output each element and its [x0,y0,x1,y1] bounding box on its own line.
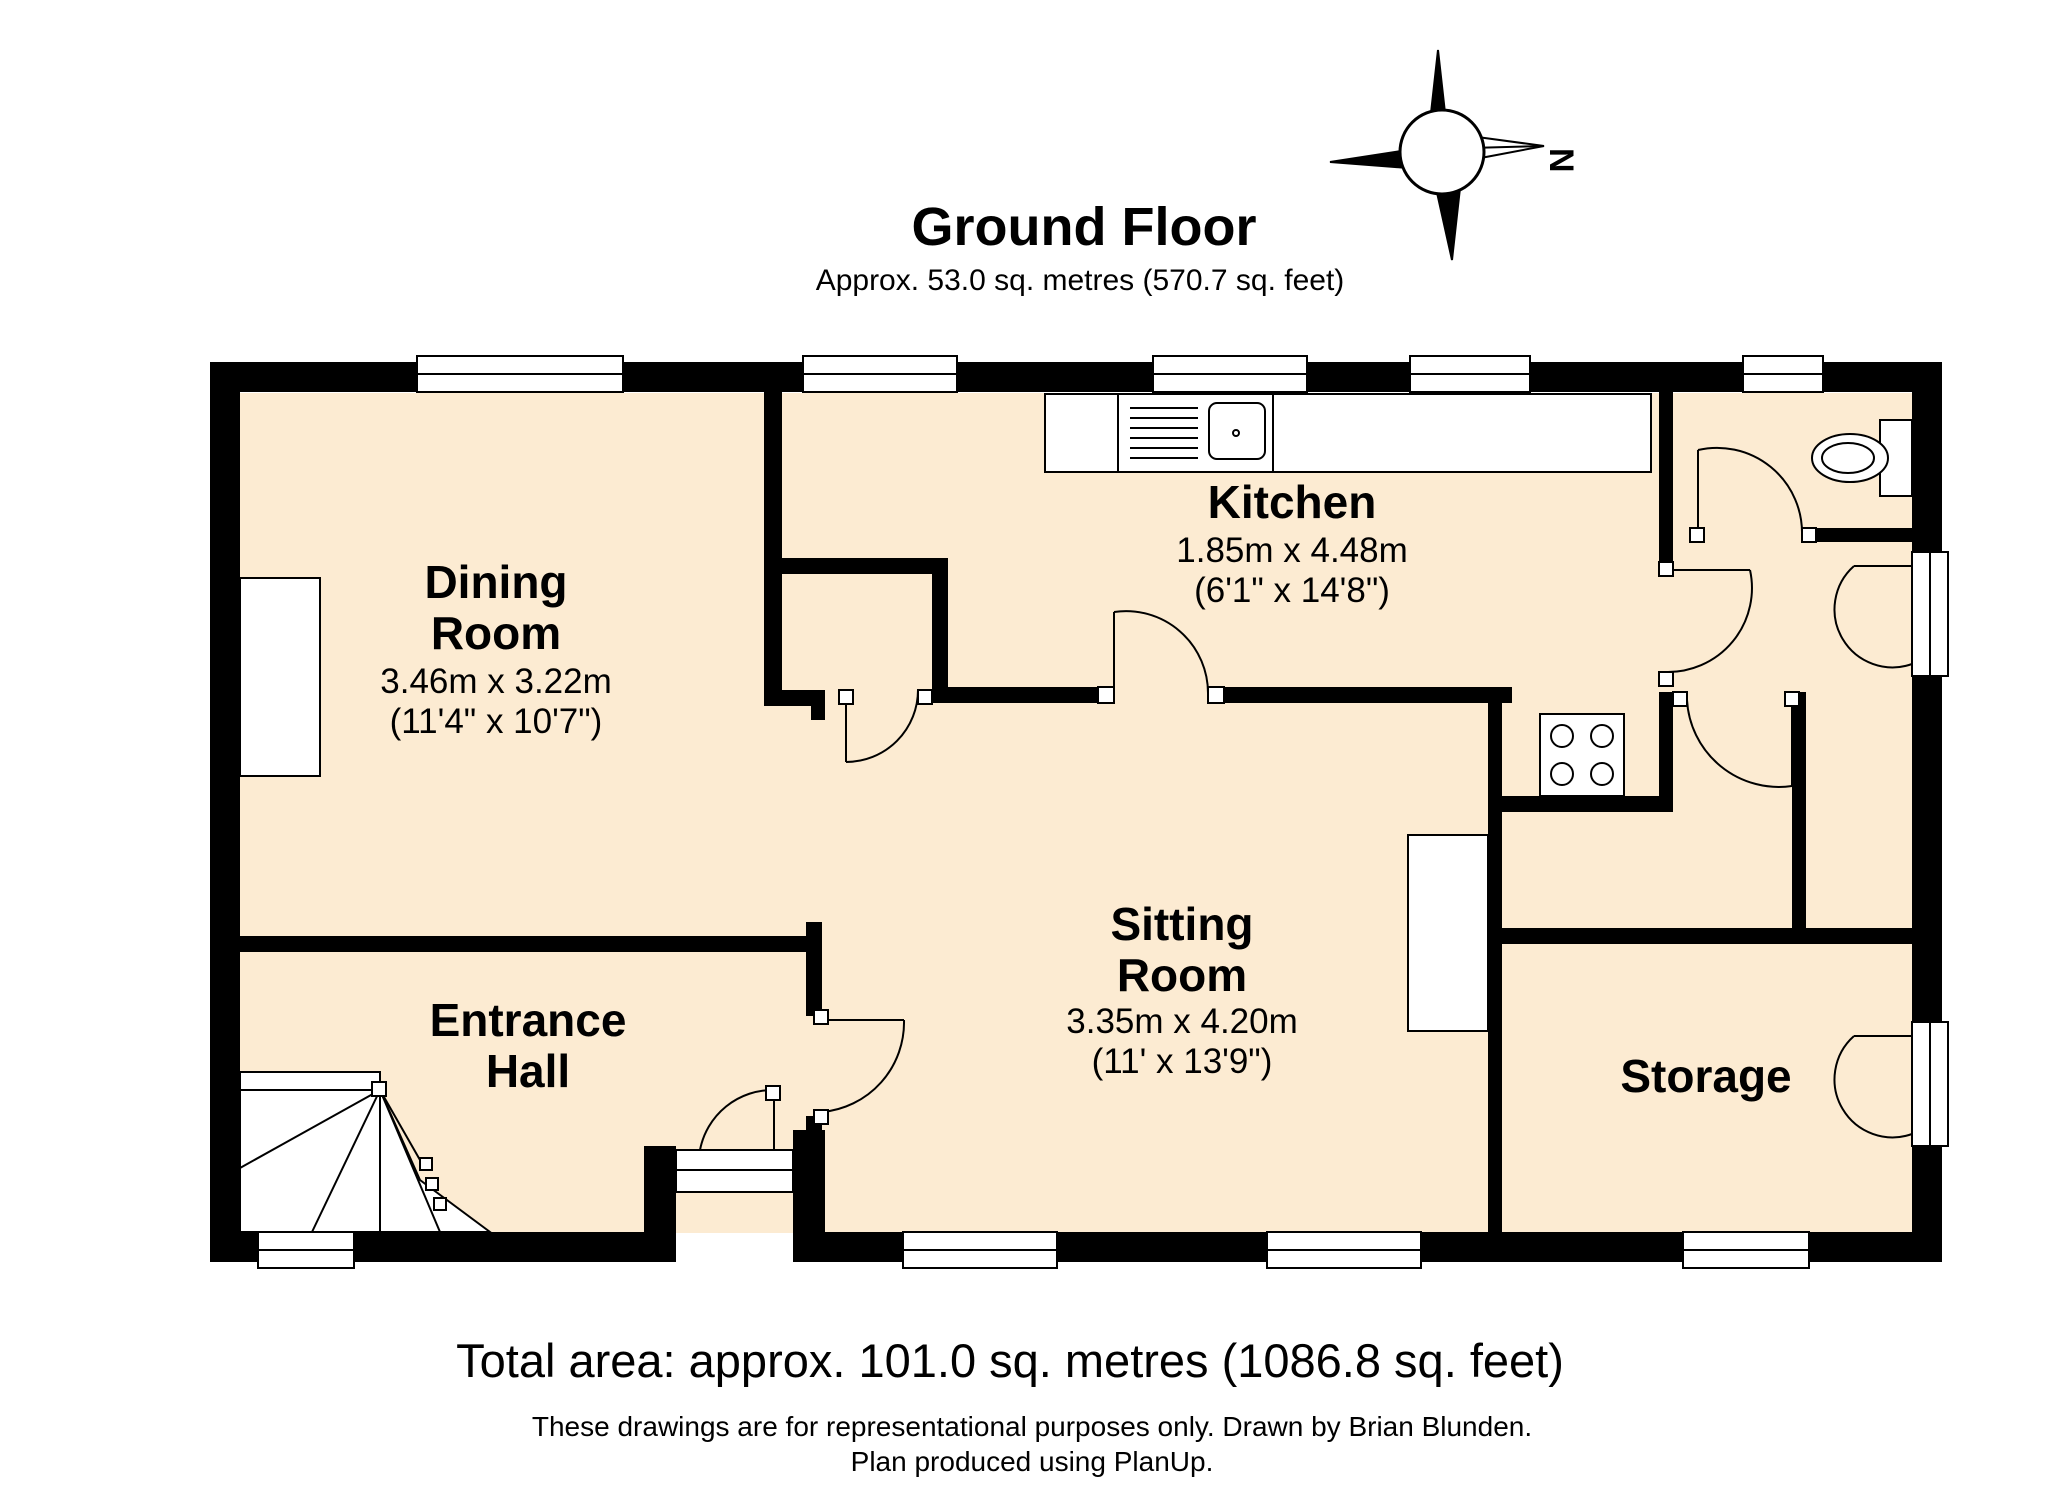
window-sitting-south-1 [902,1231,1058,1269]
sink-icon [1117,393,1274,473]
floor-east [1498,393,1918,1233]
window-lobby-east [1911,551,1949,677]
room-name: Room [1117,949,1247,1001]
wall-kitchen-utility [1488,796,1668,812]
wall-dining-east [764,392,782,697]
wall-hall-east-a [806,922,822,1016]
room-name: Dining [424,556,567,608]
wall-wc-west-a [1659,392,1673,562]
window-kitchen-north-2 [1152,355,1308,393]
wall-porch-east [793,1130,825,1262]
room-entrance-hall: Entrance Hall [430,994,627,1097]
total-area: Total area: approx. 101.0 sq. metres (10… [456,1334,1564,1387]
room-name: Entrance [430,994,627,1046]
room-name: Hall [486,1045,570,1097]
room-name: Room [431,607,561,659]
room-sitting: Sitting Room 3.35m x 4.20m (11' x 13'9") [1066,898,1298,1081]
room-name: Kitchen [1208,476,1377,528]
floor-title: Ground Floor [912,197,1257,257]
room-kitchen: Kitchen 1.85m x 4.48m (6'1" x 14'8") [1176,476,1408,610]
wall-cupboard-top [778,558,948,574]
door-kitchen [1097,610,1225,704]
wall-wc-south [1802,528,1914,542]
room-dimensions-imperial: (11' x 13'9") [1092,1042,1273,1081]
wall-stub-2 [811,690,825,720]
floor-subtitle: Approx. 53.0 sq. metres (570.7 sq. feet) [816,264,1345,297]
compass-icon [1329,49,1545,261]
window-kitchen-north-1 [802,355,958,393]
door-utility [1672,691,1800,788]
window-kitchen-north-3 [1409,355,1531,393]
room-dimensions: 1.85m x 4.48m [1176,531,1408,570]
door-cupboard [838,689,933,763]
window-sitting-south-2 [1266,1231,1422,1269]
compass-label: N [1542,148,1580,173]
window-storage-east [1911,1021,1949,1147]
doors [699,446,1913,1151]
door-storage-east [1833,1035,1913,1139]
window-dining-north [416,355,624,393]
fixtures [239,393,1913,1233]
window-storage-south [1682,1231,1810,1269]
wall-lobby-divider [1792,692,1806,932]
room-dimensions-imperial: (11'4" x 10'7") [390,702,603,741]
wall-cupboard-east [932,558,948,703]
wall-storage-top [1488,928,1914,944]
door-back [1833,565,1913,669]
dining-sideboard [239,577,321,777]
disclaimer: Plan produced using PlanUp. [851,1446,1214,1477]
wall-west [210,362,240,1262]
wall-utility-west [1659,692,1673,812]
room-name: Sitting [1110,898,1253,950]
wall-kitchen-south-b [1222,687,1512,703]
room-dimensions: 3.46m x 3.22m [380,662,612,701]
toilet-icon [1811,419,1913,497]
wall-hall-top [238,936,818,952]
room-dimensions-imperial: (6'1" x 14'8") [1194,571,1390,610]
wall-kitchen-south-a [932,687,1098,703]
room-dining: Dining Room 3.46m x 3.22m (11'4" x 10'7"… [380,556,612,741]
door-hall-sitting [813,1009,906,1125]
staircase-icon [239,1071,494,1233]
hob-icon [1539,713,1625,797]
disclaimer: These drawings are for representational … [532,1411,1532,1442]
door-wc [1689,446,1817,543]
windows [257,355,1949,1269]
sitting-sideboard [1407,834,1489,1032]
entrance-threshold [675,1149,794,1193]
door-front [699,1085,781,1151]
wall-stub-1 [764,690,818,706]
wall-porch-west [644,1146,676,1262]
room-name: Storage [1620,1050,1791,1102]
wall-kitchen-sitting [1488,687,1502,1232]
room-dimensions: 3.35m x 4.20m [1066,1002,1298,1041]
door-kitchen-lobby [1658,561,1753,687]
window-hall-south [257,1231,355,1269]
room-storage: Storage [1620,1050,1791,1102]
window-wc-north [1742,355,1824,393]
